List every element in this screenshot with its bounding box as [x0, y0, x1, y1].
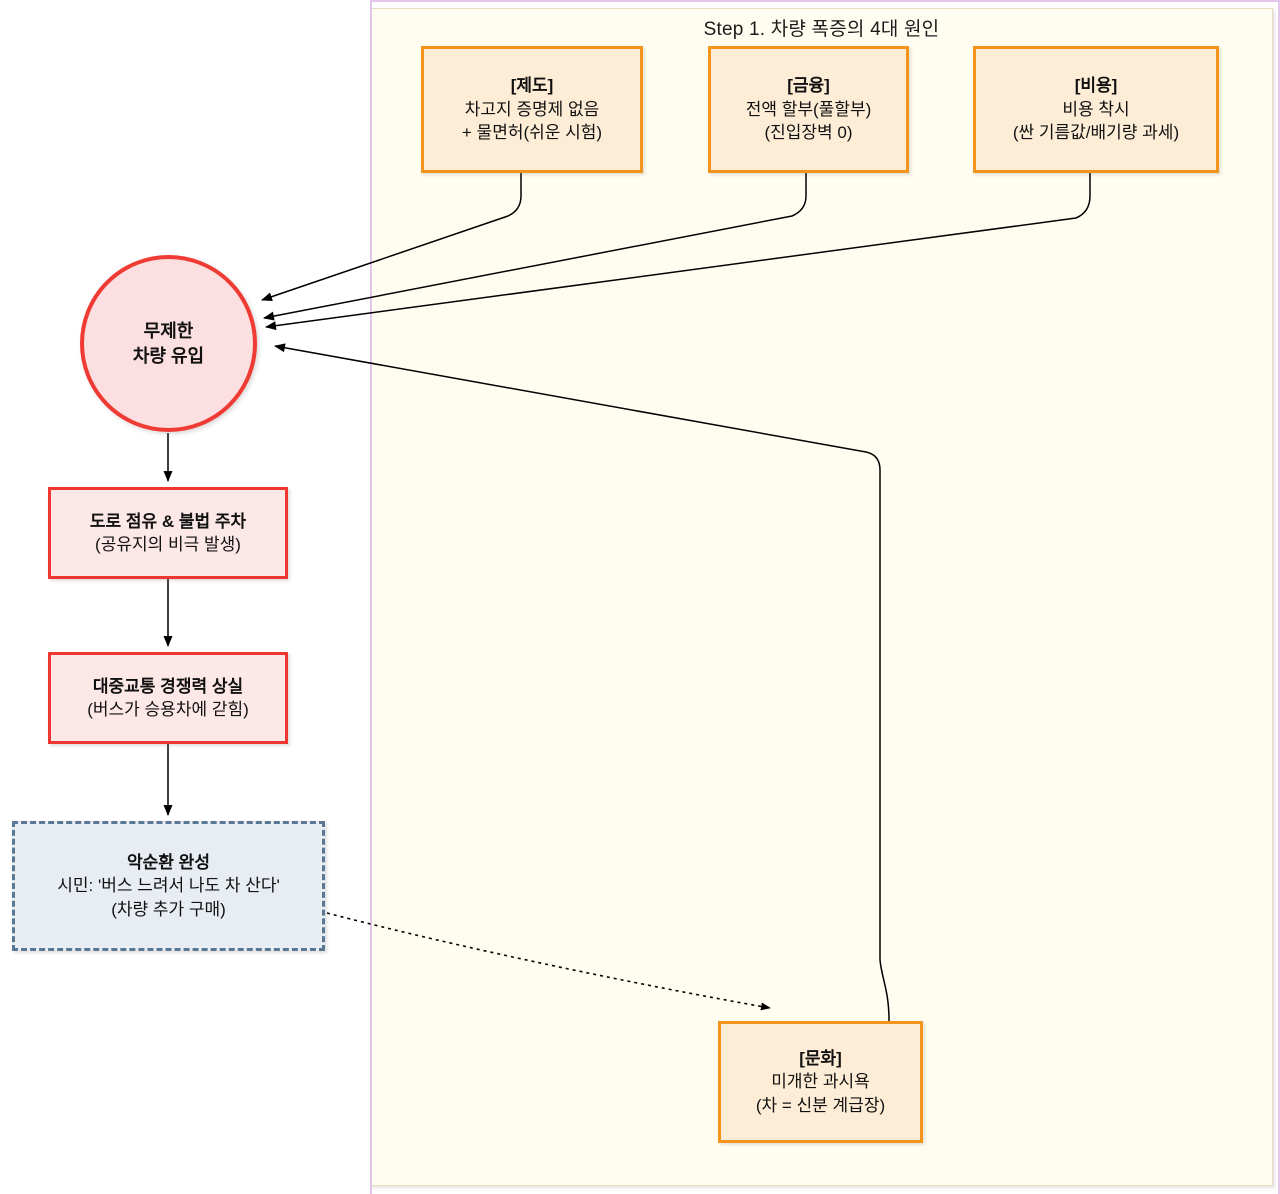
node-effect-transit[interactable]: 대중교통 경쟁력 상실 (버스가 승용차에 갇힘)	[48, 652, 288, 744]
node-road-line1: (공유지의 비극 발생)	[95, 535, 241, 554]
node-cause-munhwa[interactable]: [문화] 미개한 과시욕 (차 = 신분 계급장)	[718, 1021, 923, 1143]
node-jedo-line1: 차고지 증명제 없음	[464, 99, 600, 119]
node-jedo-line2: + 물면허(쉬운 시험)	[461, 123, 603, 143]
node-inflow-circle[interactable]: 무제한 차량 유입	[80, 255, 257, 432]
node-biyong-title: [비용]	[1074, 76, 1118, 96]
node-cause-jedo[interactable]: [제도] 차고지 증명제 없음 + 물면허(쉬운 시험)	[421, 46, 643, 173]
node-munhwa-title: [문화]	[799, 1048, 842, 1068]
node-biyong-line2: (싼 기름값/배기량 과세)	[1012, 123, 1180, 143]
node-inflow-line1: 무제한	[143, 320, 194, 341]
node-jedo-title: [제도]	[510, 76, 554, 96]
node-loop-title: 악순환 완성	[127, 852, 210, 872]
node-cause-geumyung[interactable]: [금융] 전액 할부(풀할부) (진입장벽 0)	[708, 46, 909, 173]
node-geumyung-title: [금융]	[787, 76, 830, 96]
node-transit-line1: (버스가 승용차에 갇힘)	[87, 700, 249, 719]
node-biyong-line1: 비용 착시	[1062, 99, 1130, 119]
cluster-title: Step 1. 차량 폭증의 4대 원인	[703, 19, 940, 40]
node-transit-title: 대중교통 경쟁력 상실	[92, 676, 244, 696]
node-cause-biyong[interactable]: [비용] 비용 착시 (싼 기름값/배기량 과세)	[973, 46, 1219, 173]
node-munhwa-line2: (차 = 신분 계급장)	[755, 1095, 886, 1115]
node-effect-road[interactable]: 도로 점유 & 불법 주차 (공유지의 비극 발생)	[48, 487, 288, 579]
node-loop-complete[interactable]: 악순환 완성 시민: '버스 느려서 나도 차 산다' (차량 추가 구매)	[12, 821, 325, 951]
node-loop-line1: 시민: '버스 느려서 나도 차 산다'	[57, 876, 280, 896]
node-geumyung-line2: (진입장벽 0)	[764, 123, 853, 143]
node-road-title: 도로 점유 & 불법 주차	[89, 511, 247, 531]
node-inflow-line2: 차량 유입	[132, 345, 205, 366]
node-geumyung-line1: 전액 할부(풀할부)	[745, 99, 872, 119]
node-munhwa-line1: 미개한 과시욕	[771, 1072, 870, 1092]
cluster-panel-step1	[370, 8, 1273, 1186]
node-loop-line2: (차량 추가 구매)	[111, 899, 226, 919]
